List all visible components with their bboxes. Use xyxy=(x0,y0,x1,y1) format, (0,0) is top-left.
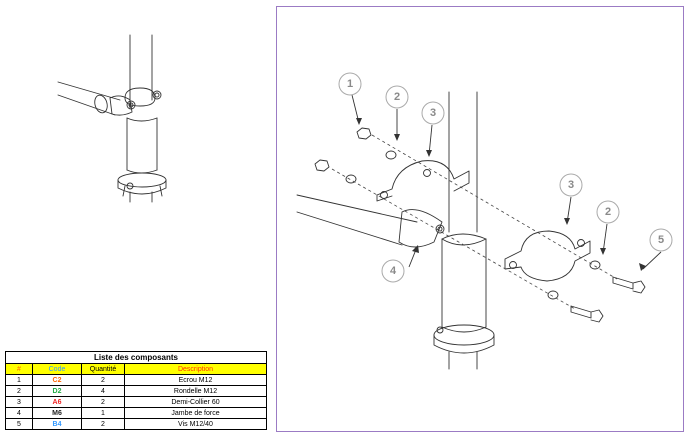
row-code: C2 xyxy=(32,374,82,386)
row-description: Demi-Collier 60 xyxy=(124,396,267,408)
bolt-upper xyxy=(612,276,634,290)
callout-label: 2 xyxy=(394,91,400,103)
washer-2 xyxy=(345,174,357,184)
callout-circle-2b xyxy=(596,200,620,224)
row-description: Rondelle M12 xyxy=(124,385,267,397)
header-qty: Quantité xyxy=(81,363,125,375)
header-code: Code xyxy=(32,363,82,375)
row-num: 2 xyxy=(5,385,33,397)
callout-circle-3a xyxy=(421,101,445,125)
table-row: 1 C2 2 Ecrou M12 xyxy=(5,374,267,386)
strut-bottom-edge xyxy=(296,211,403,246)
callout-circle-3b xyxy=(559,173,583,197)
callout-circle-2a xyxy=(385,85,409,109)
header-description: Description xyxy=(124,363,267,375)
row-num: 3 xyxy=(5,396,33,408)
header-num: # xyxy=(5,363,33,375)
row-code: D2 xyxy=(32,385,82,397)
row-qty: 1 xyxy=(81,407,125,419)
callout-label: 3 xyxy=(430,107,436,119)
row-code: B4 xyxy=(32,418,82,430)
assembly-axis-lower xyxy=(331,168,576,310)
row-qty: 2 xyxy=(81,418,125,430)
table-row: 3 A6 2 Demi-Collier 60 xyxy=(5,396,267,408)
detail-frame: 1 2 3 3 2 5 4 xyxy=(276,6,684,432)
row-description: Jambe de force xyxy=(124,407,267,419)
row-description: Vis M12/40 xyxy=(124,418,267,430)
row-description: Ecrou M12 xyxy=(124,374,267,386)
parts-list-title: Liste des composants xyxy=(5,351,267,363)
strut-bottom-edge xyxy=(57,94,116,116)
row-num: 1 xyxy=(5,374,33,386)
callout-circle-5 xyxy=(649,228,673,252)
callout-label: 3 xyxy=(568,179,574,191)
callout-label: 2 xyxy=(605,206,611,218)
callout-label: 4 xyxy=(390,265,397,277)
assembly-axis-upper xyxy=(371,134,618,280)
callout-circle-1 xyxy=(338,72,362,96)
parts-list-table: Liste des composants # Code Quantité Des… xyxy=(5,351,267,430)
row-code: M6 xyxy=(32,407,82,419)
nut-lower xyxy=(314,159,330,172)
row-qty: 2 xyxy=(81,374,125,386)
washer-3 xyxy=(589,260,601,270)
row-num: 5 xyxy=(5,418,33,430)
row-qty: 2 xyxy=(81,396,125,408)
bolt-lower xyxy=(570,305,592,319)
washer-1 xyxy=(385,150,397,160)
row-qty: 4 xyxy=(81,385,125,397)
table-row: 4 M6 1 Jambe de force xyxy=(5,407,267,419)
callout-circle-4 xyxy=(381,259,405,283)
half-clamp-upper xyxy=(376,160,470,196)
strut-top-edge xyxy=(296,194,418,223)
exploded-assembly-drawing: 1 2 3 3 2 5 4 xyxy=(296,72,673,370)
washer-4 xyxy=(547,290,559,300)
overview-drawing xyxy=(57,34,167,203)
nut-upper xyxy=(356,127,372,140)
strut-top-edge xyxy=(57,81,121,101)
table-header-row: # Code Quantité Description xyxy=(5,363,267,375)
row-num: 4 xyxy=(5,407,33,419)
table-row: 5 B4 2 Vis M12/40 xyxy=(5,418,267,430)
table-row: 2 D2 4 Rondelle M12 xyxy=(5,385,267,397)
half-clamp-lower xyxy=(504,230,591,282)
callout-label: 5 xyxy=(658,234,664,246)
callout-label: 1 xyxy=(347,78,353,90)
row-code: A6 xyxy=(32,396,82,408)
